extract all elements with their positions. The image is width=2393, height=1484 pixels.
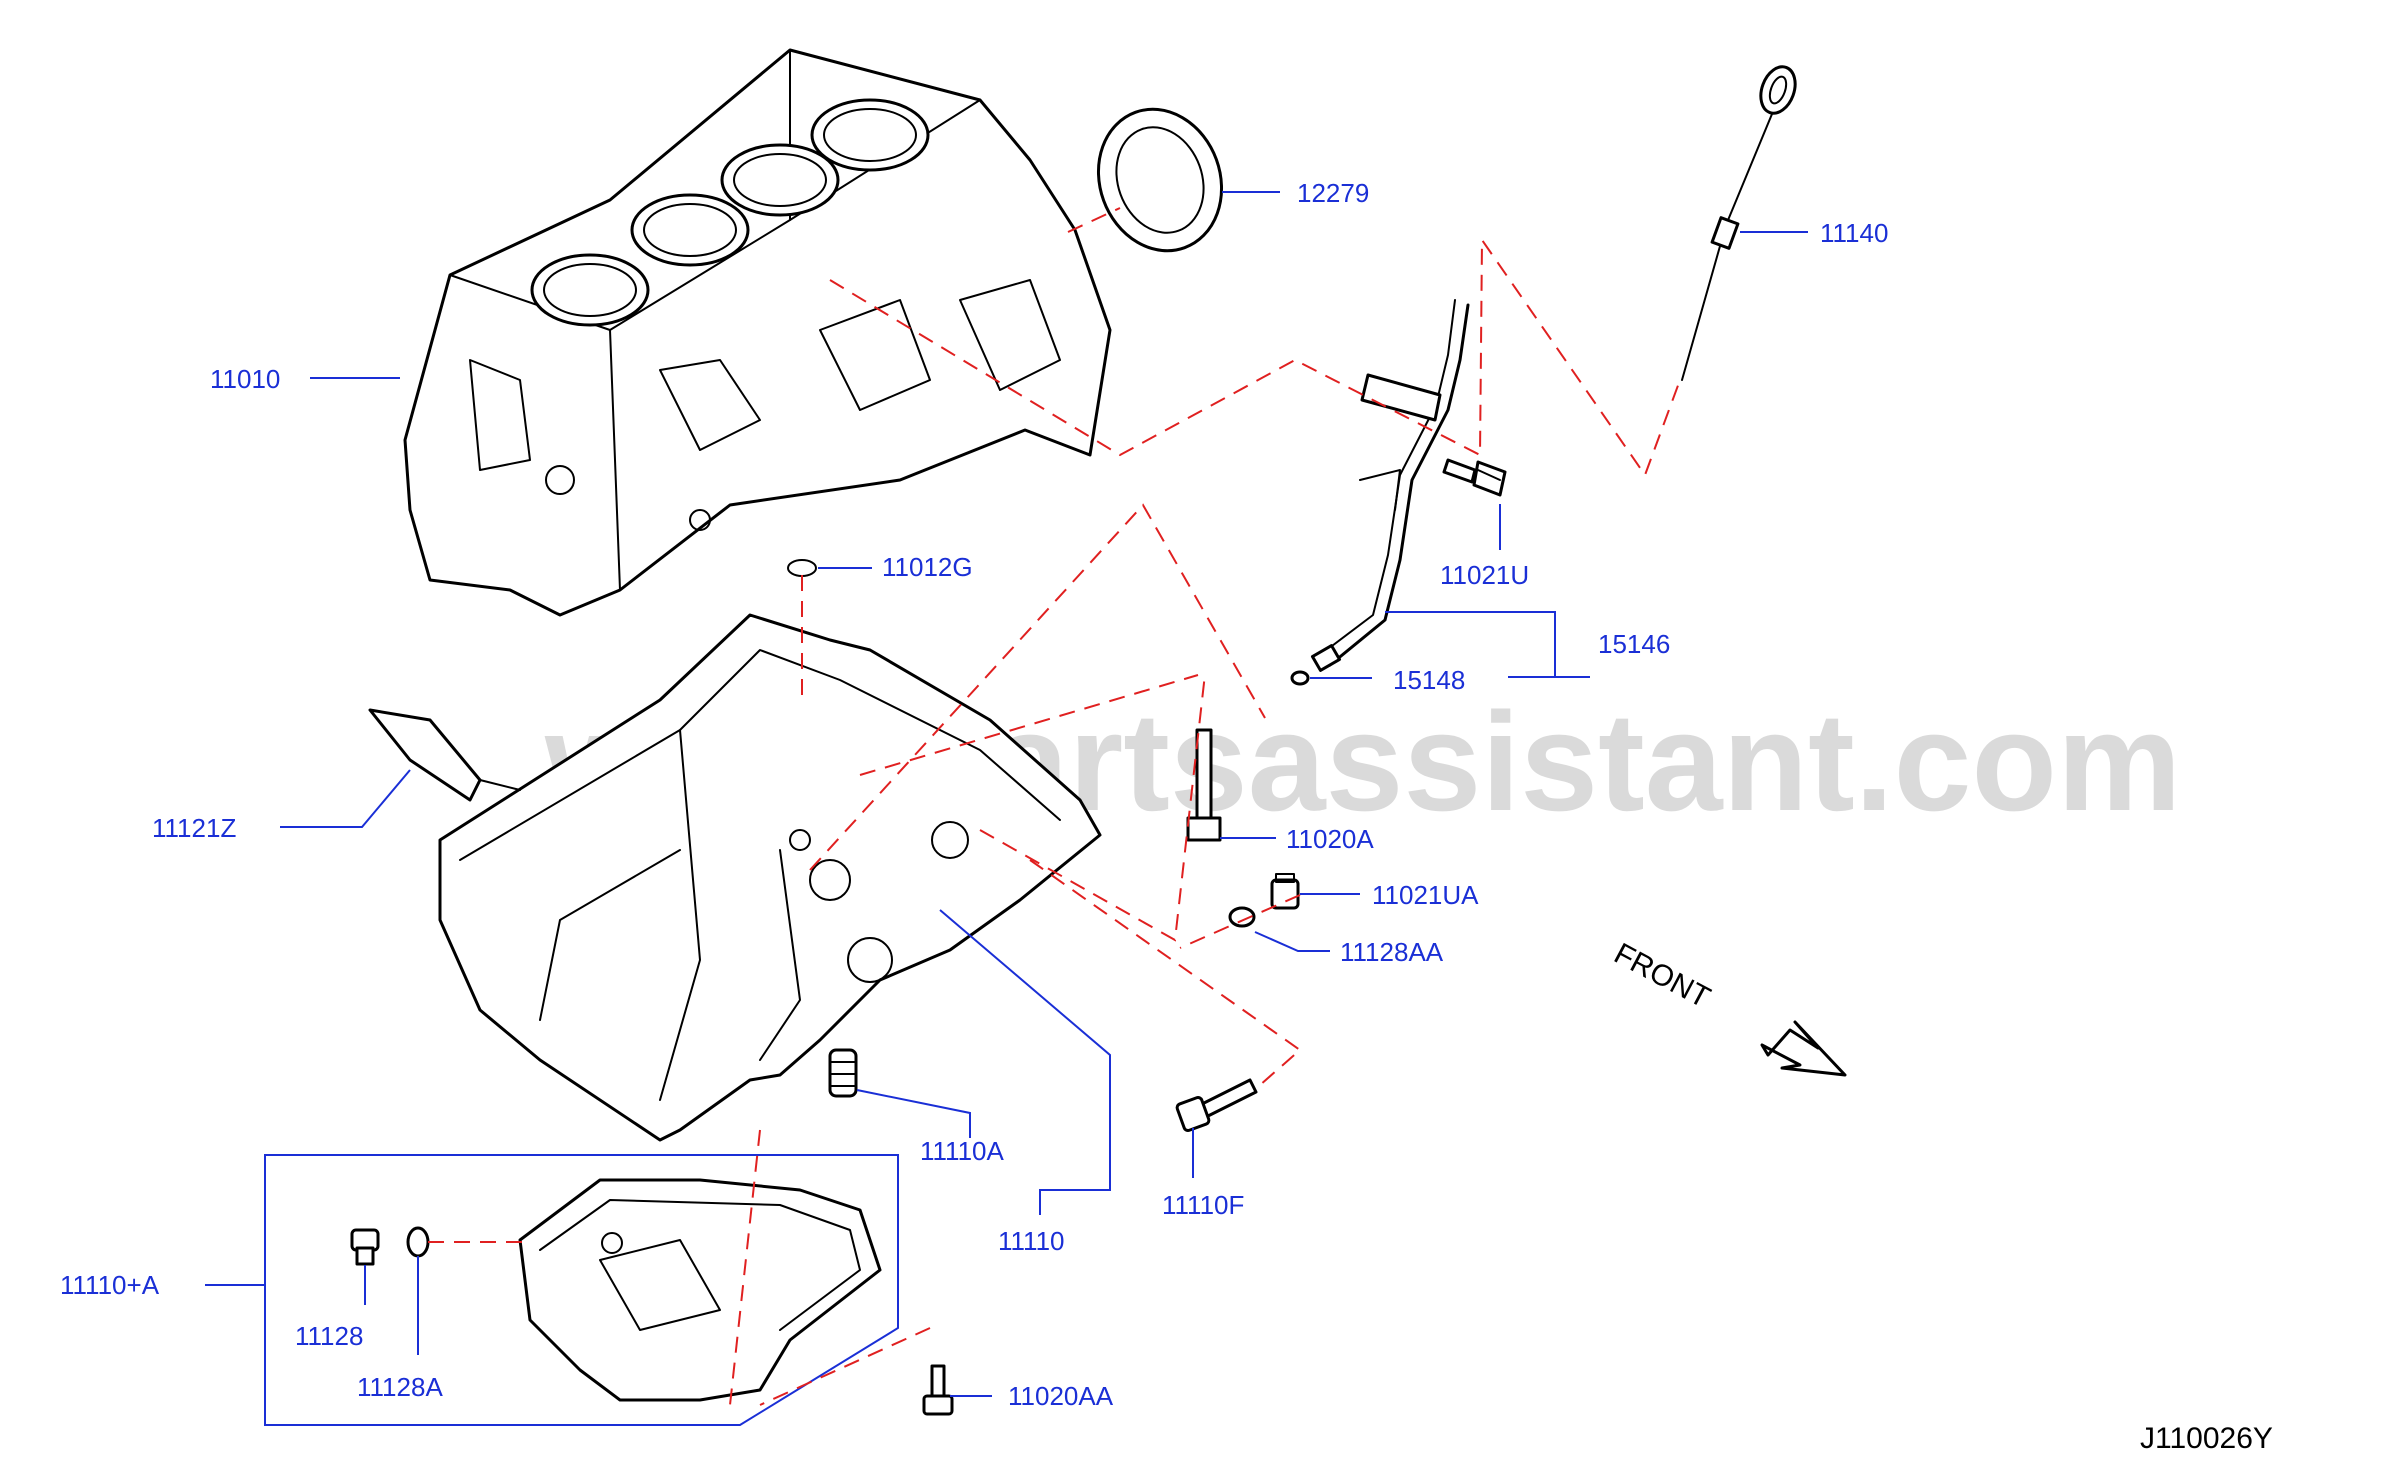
bolt-11021u	[1442, 458, 1507, 497]
o-ring	[1290, 670, 1310, 686]
oil-gauge-guide-tube	[1310, 299, 1470, 672]
bolt-11020aa	[922, 1364, 954, 1416]
front-arrow-icon	[1760, 1020, 1847, 1077]
plug-11110a	[828, 1048, 858, 1098]
callout-11110a: 11110A	[920, 1136, 1005, 1166]
callout-11128: 11128	[295, 1321, 363, 1351]
callout-11140: 11140	[1820, 218, 1888, 248]
washer-11128a	[406, 1226, 430, 1258]
callout-11110: 11110	[998, 1226, 1065, 1256]
callout-15146: 15146	[1598, 629, 1670, 659]
oil-level-gauge	[1681, 65, 1797, 381]
front-indicator: FRONT	[1609, 937, 1847, 1077]
bolt-11020a	[1186, 728, 1222, 842]
callout-11110f: 11110F	[1162, 1190, 1244, 1220]
callout-11128aa: 11128AA	[1340, 937, 1444, 967]
callout-11012g: 11012G	[882, 552, 973, 582]
callout-11110-plus-a: 11110+A	[60, 1270, 160, 1300]
callout-11020a: 11020A	[1286, 824, 1374, 854]
callout-11128a: 11128A	[357, 1372, 443, 1402]
gasket-11012g	[787, 559, 817, 577]
rear-oil-seal	[1096, 107, 1224, 253]
front-label: FRONT	[1609, 937, 1716, 1015]
callout-11020aa: 11020AA	[1008, 1381, 1114, 1411]
cylinder-block	[403, 48, 1112, 617]
callout-11121z: 11121Z	[152, 813, 236, 843]
callout-15148: 15148	[1393, 665, 1465, 695]
bolt-11110f	[1175, 1078, 1258, 1132]
callout-12279: 12279	[1297, 178, 1369, 208]
oil-pan-group-box	[264, 1154, 899, 1426]
bolt-11021ua	[1270, 873, 1300, 910]
callout-11021u: 11021U	[1440, 560, 1529, 590]
diagram-code: J110026Y	[2140, 1422, 2273, 1455]
drain-plug-11128	[350, 1228, 380, 1266]
callout-11010: 11010	[210, 364, 280, 394]
oil-pan-upper	[368, 613, 1102, 1142]
callout-11021ua: 11021UA	[1372, 880, 1479, 910]
washer-11128aa	[1228, 906, 1256, 928]
oil-pan-lower	[518, 1178, 882, 1402]
